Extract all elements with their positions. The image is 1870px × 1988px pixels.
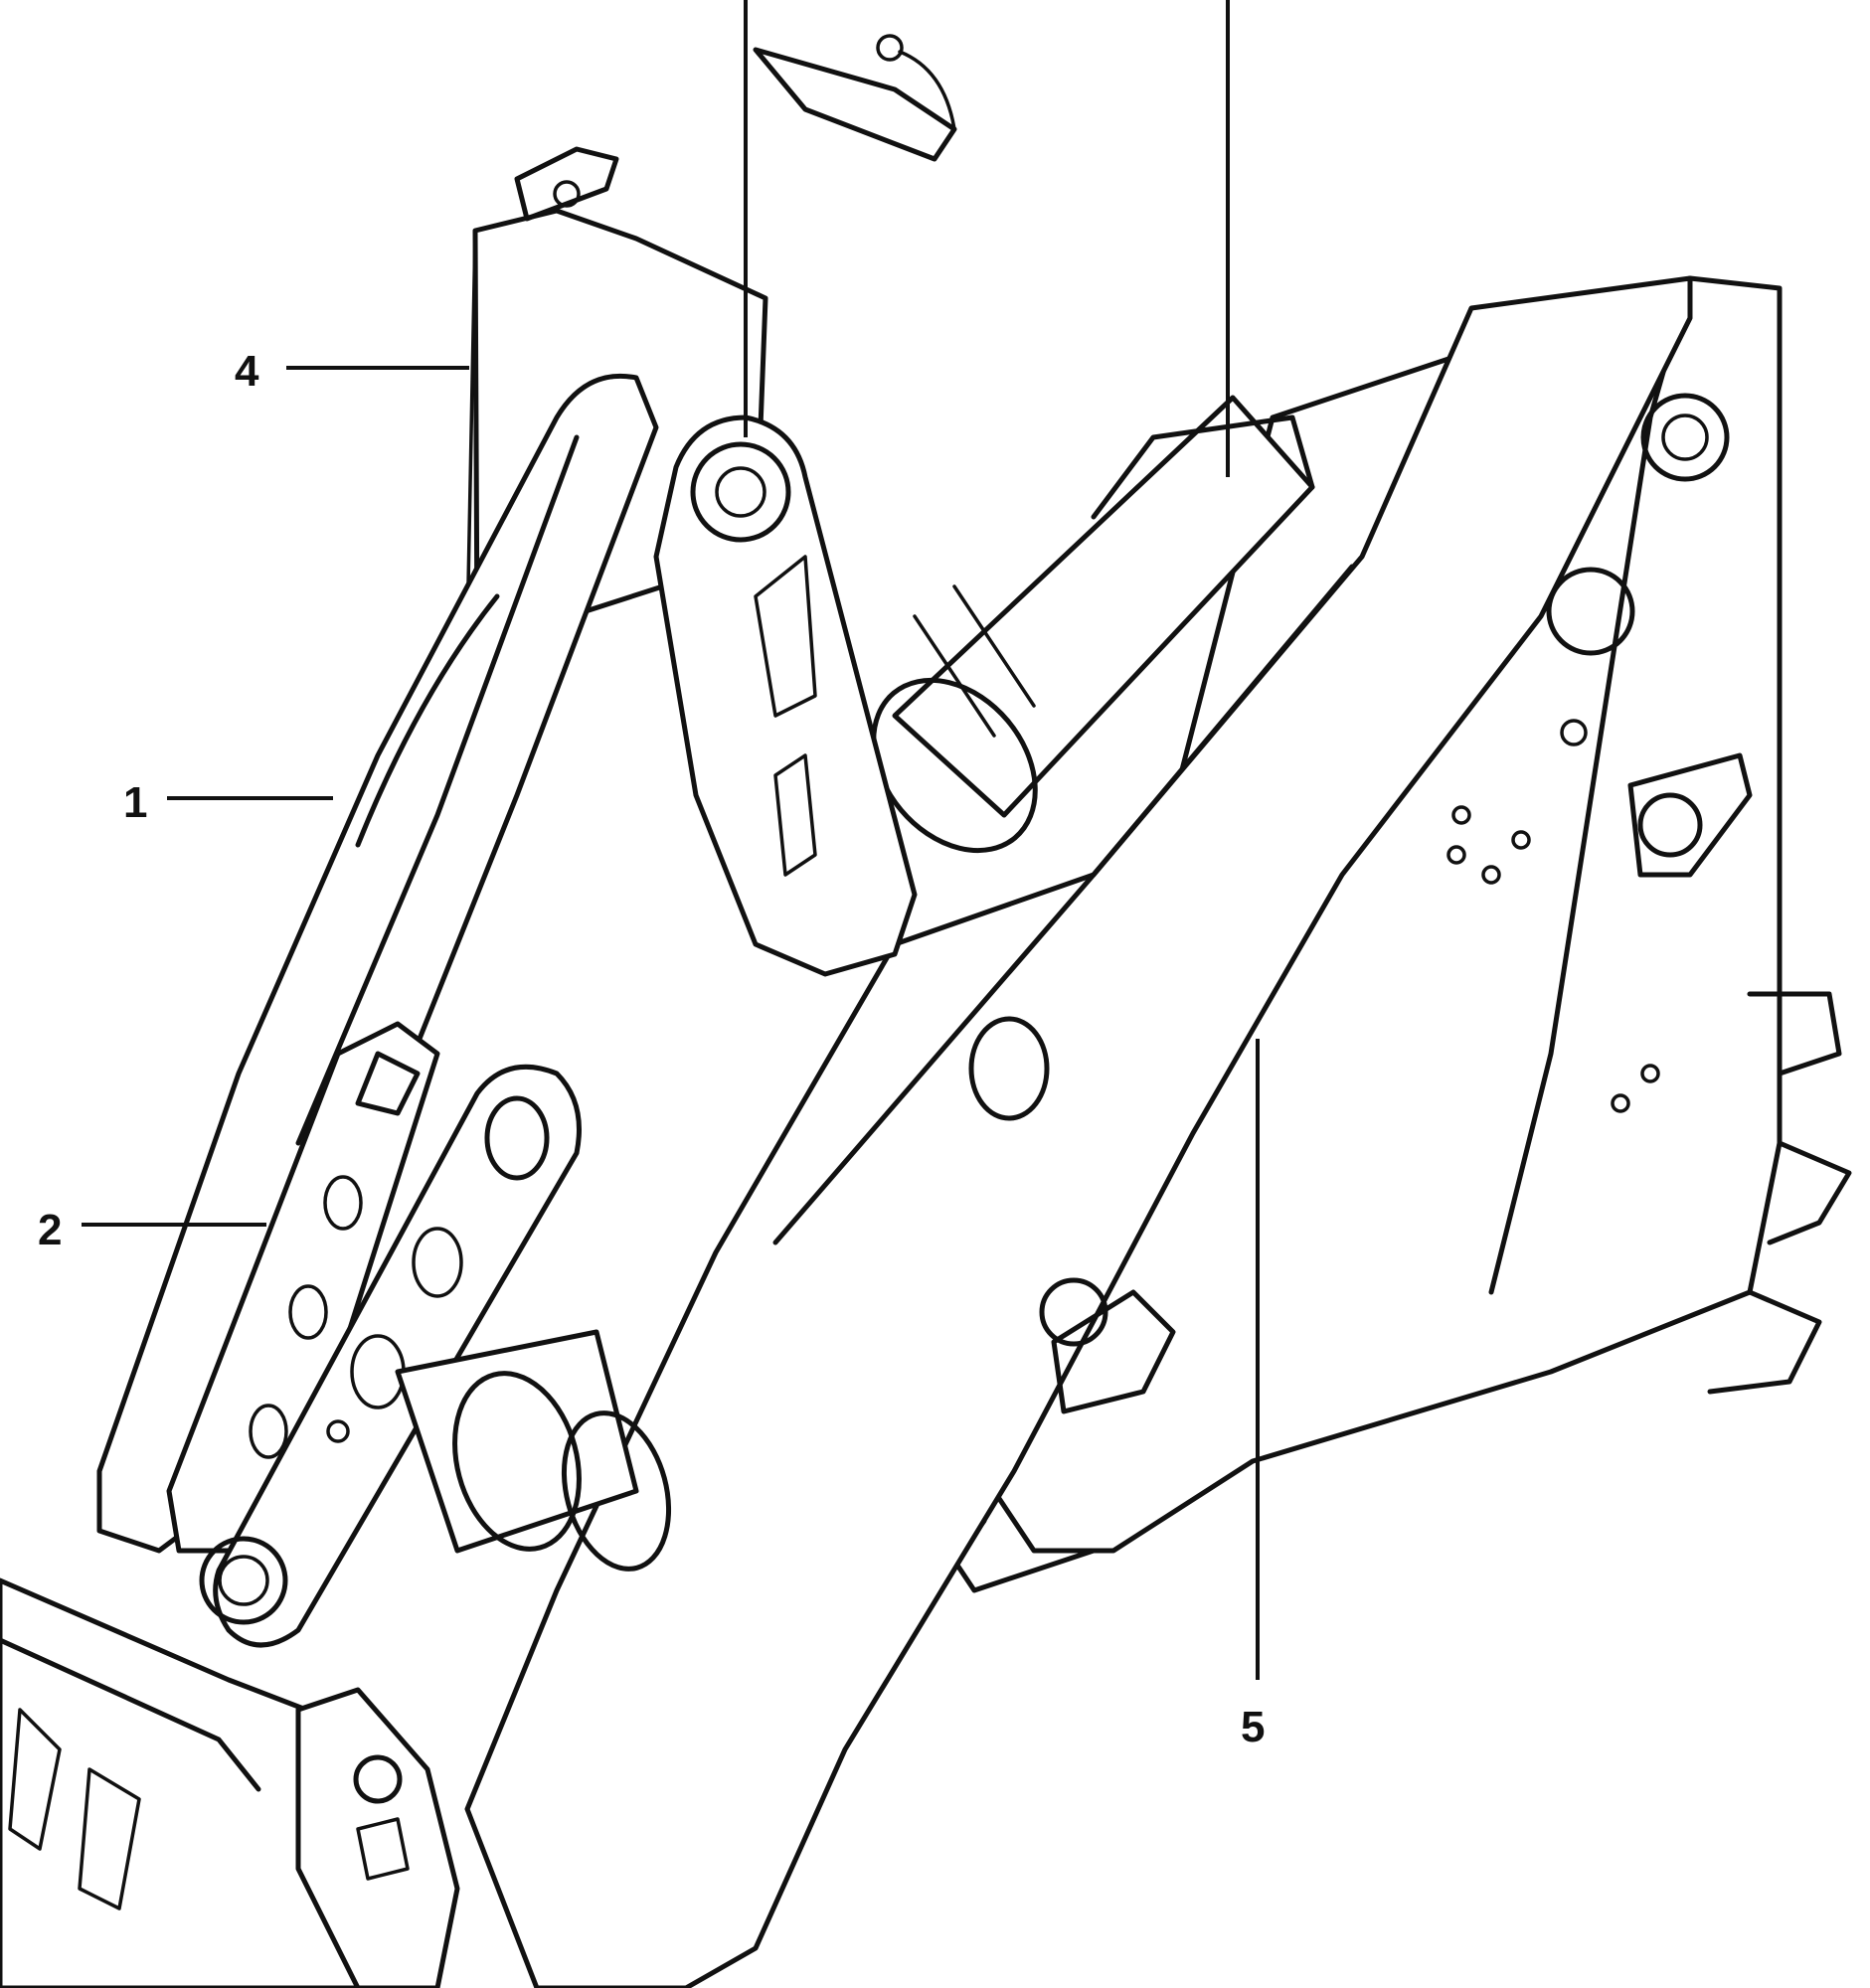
- front-boom-plate: [464, 275, 1693, 1988]
- callout-labels: 4 1 2 5: [38, 347, 1265, 1751]
- callout-1: 1: [123, 778, 147, 827]
- callout-4: 4: [235, 347, 259, 396]
- front-cross-member: [0, 1577, 460, 1988]
- lift-cylinder: [871, 395, 1315, 854]
- callout-5: 5: [1241, 1703, 1265, 1751]
- tilt-linkage: [653, 414, 918, 977]
- lift-arm-left: [96, 373, 659, 1554]
- cross-tube: [395, 1329, 672, 1572]
- callout-leaders: [82, 0, 1260, 1680]
- callout-2: 2: [38, 1206, 62, 1254]
